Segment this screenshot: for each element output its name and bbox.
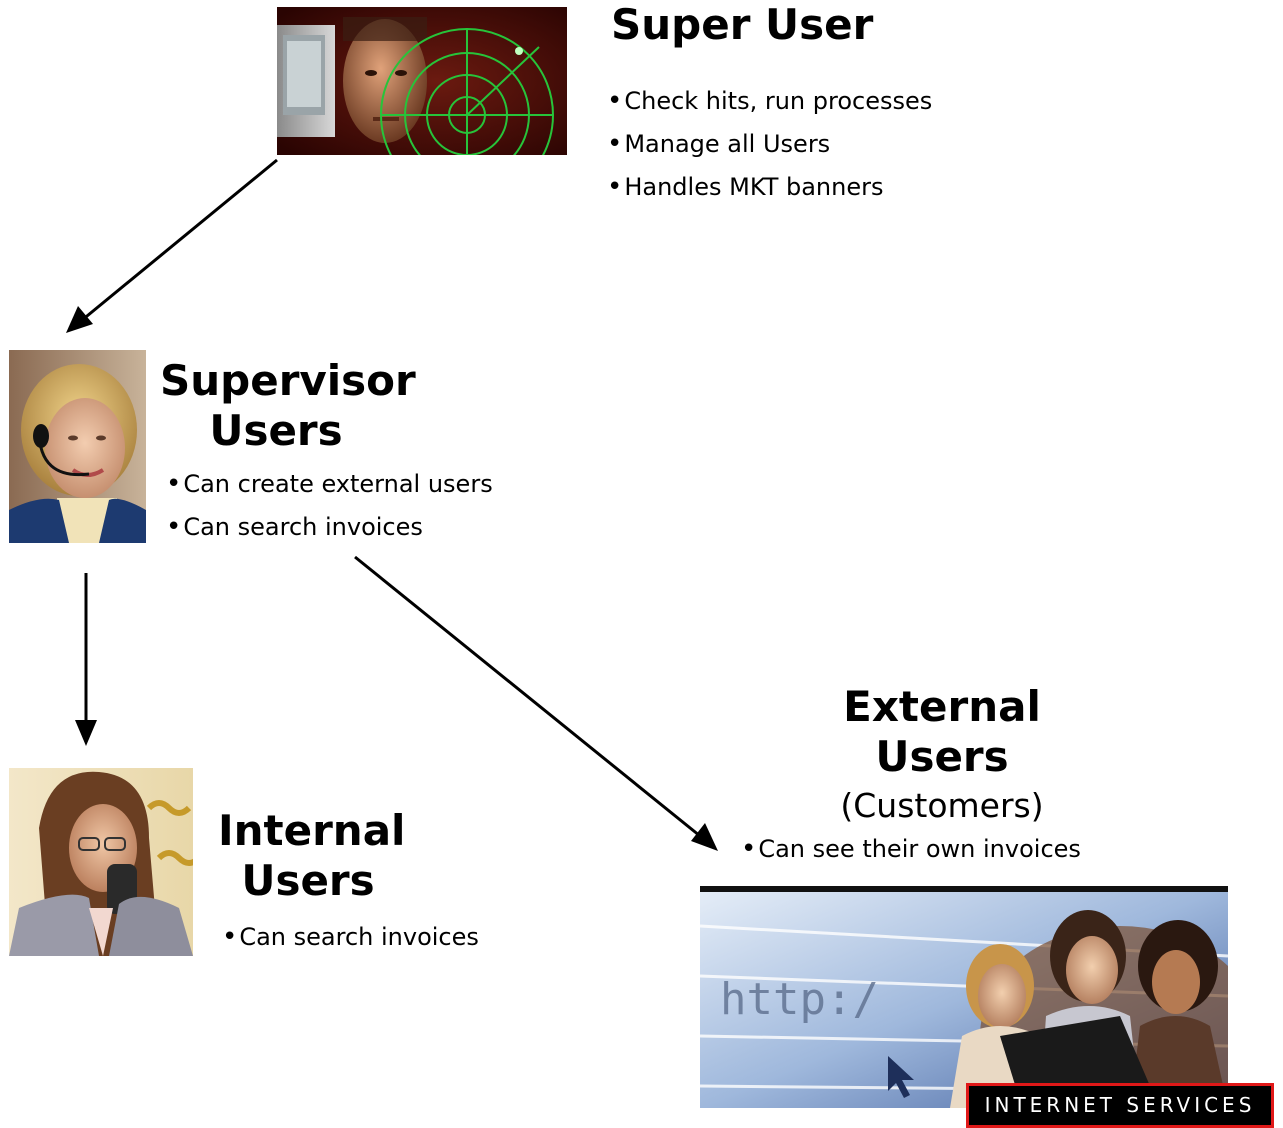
- super-user-image: [277, 7, 567, 155]
- supervisor-title-line1: Supervisor: [160, 356, 416, 405]
- internal-image: [9, 768, 193, 956]
- external-subtitle: (Customers): [840, 786, 1044, 825]
- supervisor-image: [9, 350, 146, 543]
- internal-title-line2: Users: [241, 856, 375, 905]
- external-bullet-list: Can see their own invoices: [741, 828, 1081, 871]
- supervisor-bullet: Can create external users: [166, 463, 492, 506]
- super-user-bullet-list: Check hits, run processes Manage all Use…: [607, 80, 932, 209]
- internal-title: Internal Users: [218, 806, 406, 906]
- internet-services-badge: INTERNET SERVICES: [966, 1083, 1274, 1128]
- super-user-title: Super User: [611, 0, 874, 49]
- banner-url-text: http:/: [720, 974, 879, 1025]
- super-user-bullet: Manage all Users: [607, 123, 932, 166]
- internal-title-line1: Internal: [218, 806, 406, 855]
- supervisor-bullet: Can search invoices: [166, 506, 493, 549]
- internet-services-badge-label: INTERNET SERVICES: [984, 1093, 1256, 1117]
- external-title: External Users: [822, 682, 1062, 782]
- arrow-supervisor-to-external: [354, 555, 706, 842]
- internal-bullet-list: Can search invoices: [222, 916, 479, 959]
- super-user-bullet: Check hits, run processes: [607, 80, 932, 123]
- supervisor-title: Supervisor Users: [160, 356, 416, 456]
- arrowhead-internal: [75, 720, 97, 746]
- external-title-line2: Users: [875, 732, 1009, 781]
- arrowhead-external: [691, 823, 718, 851]
- cursor-icon: [888, 1056, 914, 1098]
- external-banner-image: http:/: [700, 886, 1228, 1108]
- supervisor-bullet-list: Can create external users Can search inv…: [166, 463, 493, 549]
- external-bullet: Can see their own invoices: [741, 828, 1081, 871]
- supervisor-title-line2: Users: [209, 406, 343, 455]
- arrow-super-to-supervisor: [69, 158, 278, 332]
- internal-bullet: Can search invoices: [222, 916, 479, 959]
- external-title-line1: External: [843, 682, 1041, 731]
- super-user-bullet: Handles MKT banners: [607, 166, 932, 209]
- arrowhead-supervisor: [66, 306, 93, 333]
